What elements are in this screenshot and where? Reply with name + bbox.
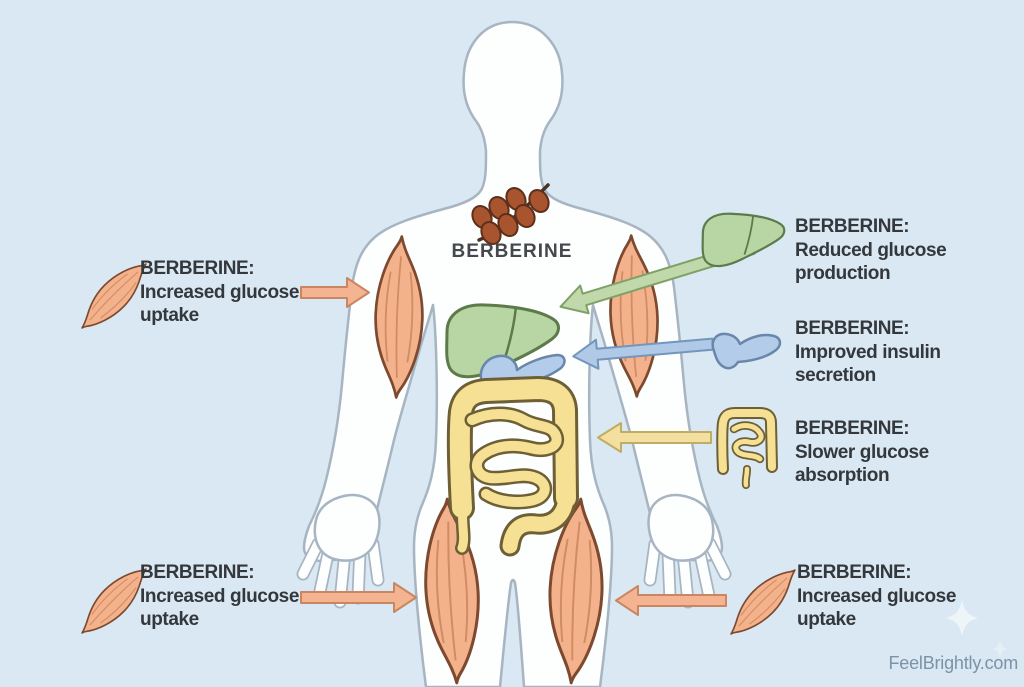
liver-icon [701, 212, 786, 268]
label-line: uptake [797, 609, 856, 630]
label-line: Increased glucose [140, 281, 299, 303]
arrow-muscle-leg-right [615, 585, 727, 616]
label-line: production [795, 263, 891, 284]
pancreas-icon [711, 332, 782, 370]
label-muscle-leg-right: BERBERINE: Increased glucose uptake [797, 561, 956, 632]
label-heading: BERBERINE: [795, 318, 910, 339]
arrow-pancreas [572, 337, 715, 370]
diagram-title: BERBERINE [451, 241, 573, 262]
watermark: FeelBrightly.com [888, 653, 1018, 673]
arrow-muscle-leg-left [300, 582, 417, 613]
label-line: secretion [795, 365, 876, 386]
label-line: Slower glucose [795, 441, 929, 463]
right-palm [647, 493, 715, 562]
intestines-organ [446, 376, 579, 557]
label-heading: BERBERINE: [140, 258, 255, 279]
muscle-icon [720, 559, 806, 645]
label-line: Increased glucose [140, 585, 299, 607]
label-heading: BERBERINE: [140, 562, 255, 583]
label-line: Increased glucose [797, 585, 956, 607]
arrow-intestine [597, 422, 712, 453]
label-line: uptake [140, 609, 199, 630]
arrow-muscle-arm-left [300, 277, 370, 308]
label-line: Improved insulin [795, 341, 941, 363]
label-heading: BERBERINE: [795, 216, 910, 237]
label-heading: BERBERINE: [795, 418, 910, 439]
sparkle-icon [992, 640, 1008, 658]
label-line: absorption [795, 465, 890, 486]
label-pancreas: BERBERINE: Improved insulin secretion [795, 317, 941, 388]
label-muscle-arm-left: BERBERINE: Increased glucose uptake [140, 257, 299, 328]
label-muscle-leg-left: BERBERINE: Increased glucose uptake [140, 561, 299, 632]
label-intestine: BERBERINE: Slower glucose absorption [795, 417, 929, 488]
label-line: Reduced glucose [795, 239, 947, 261]
intestine-icon [716, 407, 778, 489]
label-line: uptake [140, 305, 199, 326]
sparkle-icon [946, 600, 978, 636]
left-palm [313, 493, 381, 562]
label-heading: BERBERINE: [797, 562, 912, 583]
berberine-berries-icon [471, 183, 550, 245]
label-liver: BERBERINE: Reduced glucose production [795, 215, 947, 286]
